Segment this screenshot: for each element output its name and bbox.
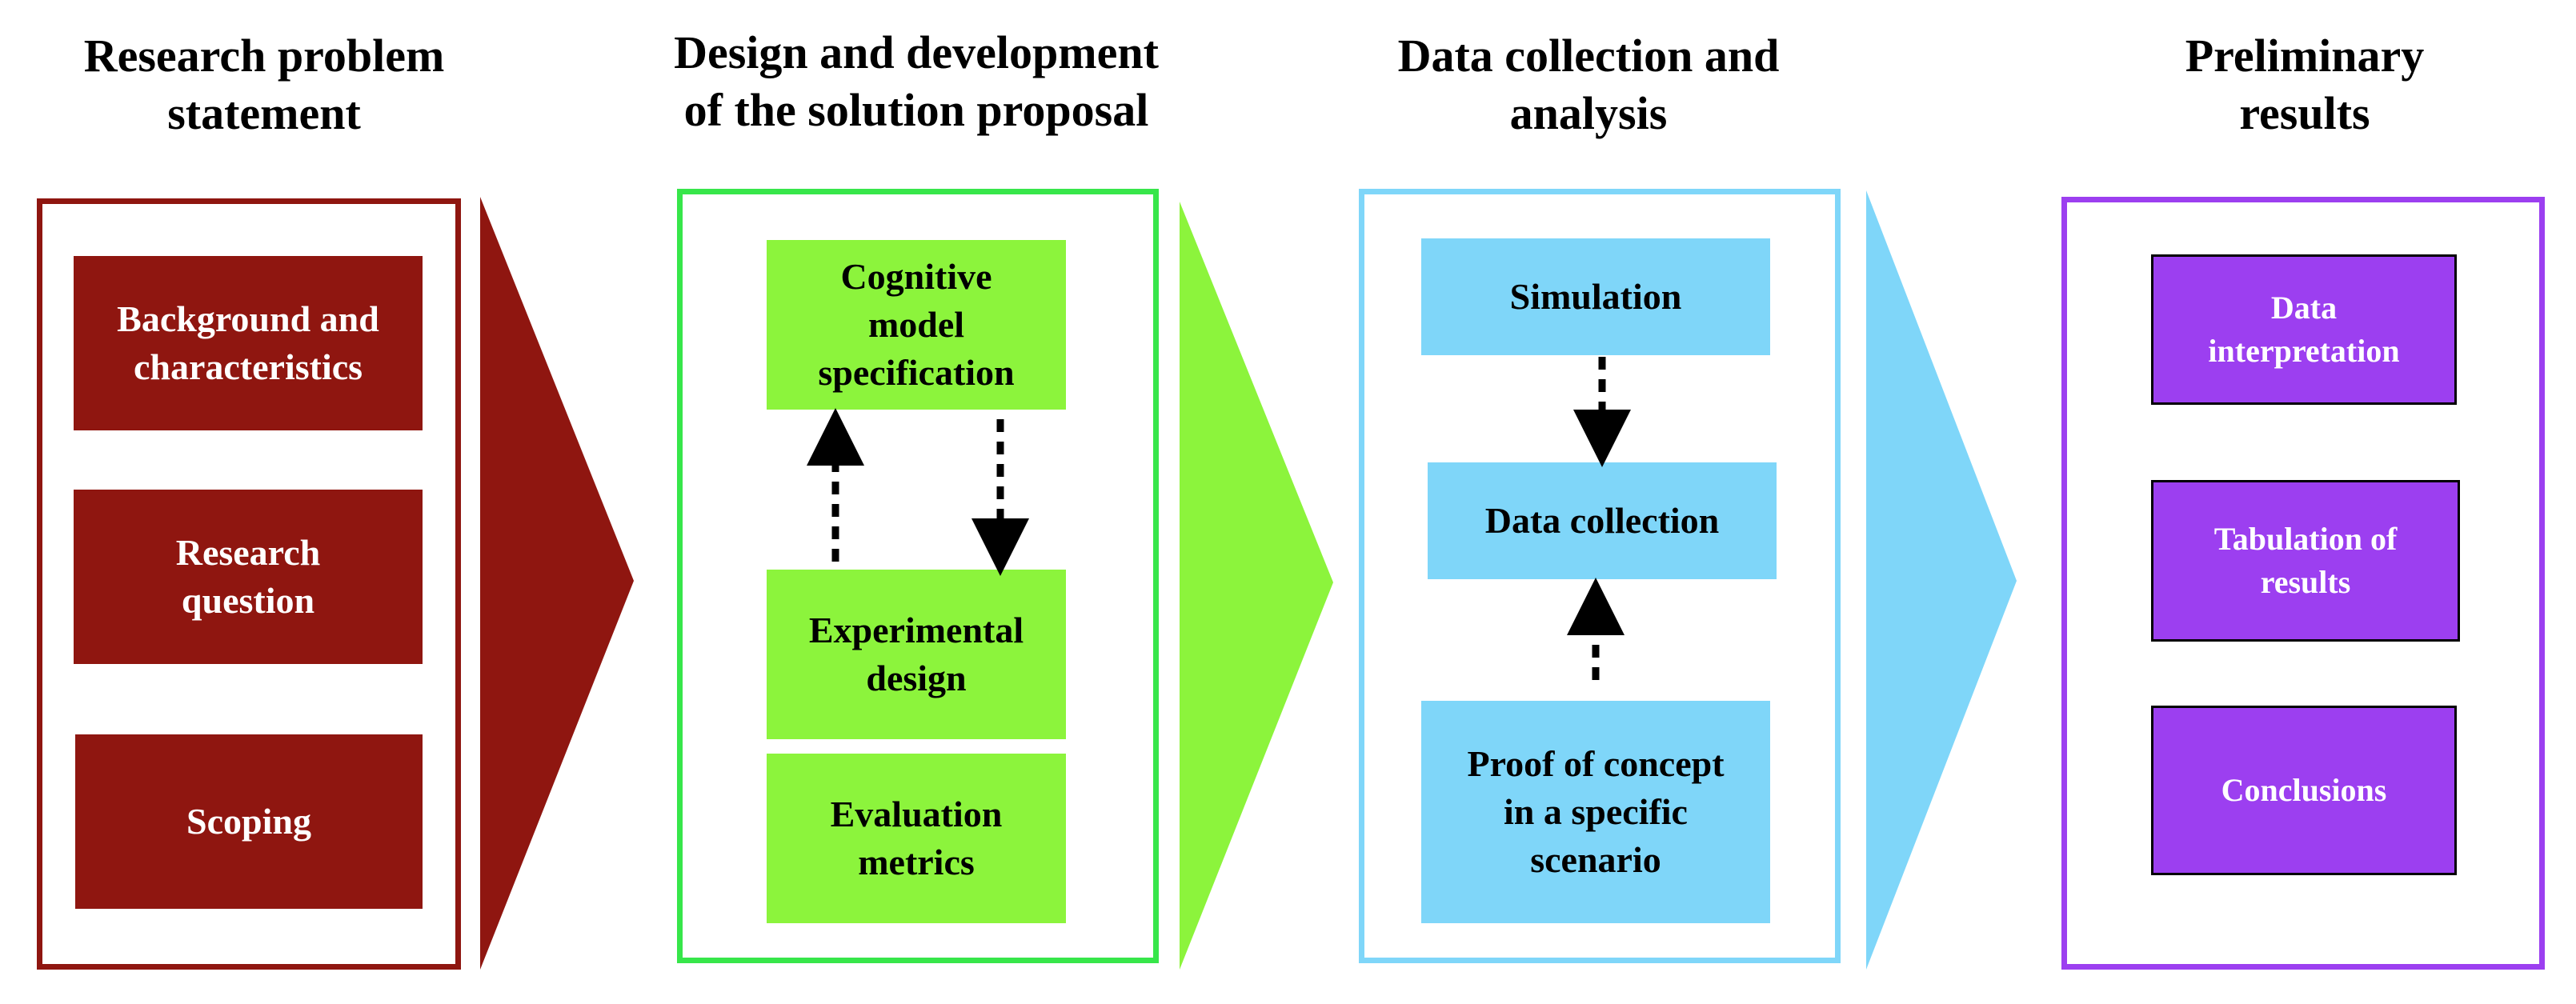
- scoping-box: Scoping: [75, 734, 423, 909]
- proof-of-concept-box: Proof of concept in a specific scenario: [1421, 701, 1770, 923]
- data-interpretation-box: Data interpretation: [2151, 254, 2457, 405]
- chevron-arrow-1: [480, 197, 634, 970]
- simulation-box: Simulation: [1421, 238, 1770, 355]
- stage-2-heading: Design and development of the solution p…: [674, 26, 1159, 136]
- background-characteristics-box: Background and characteristics: [74, 256, 423, 430]
- research-question-box: Research question: [74, 490, 423, 664]
- stage-3-heading: Data collection and analysis: [1397, 30, 1780, 139]
- chevron-arrow-3: [1866, 190, 2017, 970]
- conclusions-box: Conclusions: [2151, 706, 2457, 875]
- evaluation-metrics-box: Evaluation metrics: [767, 754, 1066, 923]
- tabulation-of-results-box: Tabulation of results: [2151, 480, 2460, 642]
- experimental-design-box: Experimental design: [767, 570, 1066, 739]
- cognitive-model-specification-box: Cognitive model specification: [767, 240, 1066, 410]
- stage-4-heading: Preliminary results: [2185, 30, 2425, 139]
- data-collection-box: Data collection: [1428, 462, 1777, 579]
- stage-1-heading: Research problem statement: [83, 30, 445, 139]
- chevron-arrow-2: [1180, 202, 1333, 970]
